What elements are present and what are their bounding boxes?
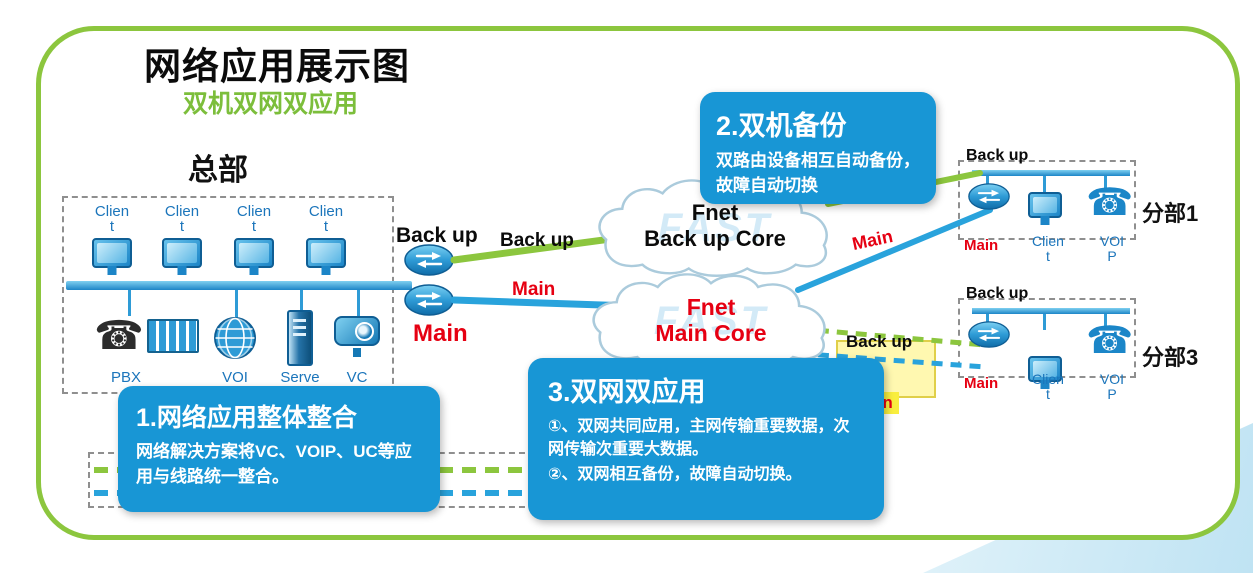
callout-dual-router-backup: 2.双机备份 双路由设备相互自动备份，故障自动切换: [700, 92, 936, 204]
branch3-client-monitor-icon: [1028, 356, 1062, 382]
branch3-client-connector: [1043, 314, 1046, 330]
cloud-watermark: FAST: [653, 299, 769, 344]
backup-cloud-name: Fnet: [691, 200, 739, 226]
callout-title: 2.双机备份: [716, 111, 847, 141]
client-monitor-icon: [162, 237, 202, 268]
page-subtitle: 双机双网双应用: [183, 90, 359, 118]
vc-label: VC: [346, 369, 368, 386]
branch1-voip-line2: P: [1107, 247, 1117, 264]
branch3-name: 分部3: [1142, 345, 1199, 370]
backup-link-label: Back up: [500, 230, 574, 251]
vc-camera-icon: [334, 316, 380, 357]
headquarters-lan-bus: [66, 281, 412, 290]
vc-camera-body: [334, 316, 380, 346]
vc-camera-stand: [353, 348, 361, 357]
backup-core-cloud: FAST Fnet Back up Core: [594, 176, 836, 282]
pbx-group: ☎: [94, 316, 199, 356]
callout-body: 双路由设备相互自动备份，故障自动切换: [716, 151, 920, 195]
voip-label: VOI: [222, 369, 248, 386]
callout-body: 网络解决方案将VC、VOIP、UC等应用与线路统一整合。: [136, 442, 412, 486]
pbx-equipment-icon: [146, 319, 199, 353]
backup-cloud-role: Back up Core: [644, 225, 786, 251]
callout-body-1: ①、双网共同应用，主网传输重要数据，次网传输次重要大数据。: [548, 418, 850, 459]
pbx-label: PBX: [110, 369, 141, 386]
voip-globe-icon: [214, 317, 256, 359]
pbx-connector-line: [128, 290, 131, 316]
voip-connector-line: [235, 290, 238, 318]
client-label-line1: Clien: [164, 203, 200, 220]
branch1-client-line2: t: [1046, 247, 1050, 264]
branch1-voip-line1: VOI: [1099, 233, 1125, 249]
main-router-label: Main: [413, 320, 468, 347]
backup-router-label: Back up: [396, 224, 478, 247]
branch1-lan-bar: [972, 170, 1130, 176]
main-cloud-role: Main Core: [655, 320, 767, 347]
main-cloud-name: Fnet: [686, 293, 736, 320]
branch3-lan-bar: [972, 308, 1130, 314]
branch1-router-icon: [968, 183, 1010, 210]
vc-connector-line: [357, 290, 360, 316]
branch1-name: 分部1: [1142, 201, 1199, 226]
branch1-client-line1: Clien: [1032, 233, 1064, 249]
branch1-backup-label: Back up: [966, 147, 1029, 164]
branch1-voip-phone-icon: ☎: [1086, 182, 1134, 224]
branch3-client-line2: t: [1046, 385, 1050, 402]
branch3-voip-phone-icon: ☎: [1086, 320, 1134, 362]
branch3-main-label: Main: [964, 375, 999, 392]
callout-body-2: ②、双网相互备份，故障自动切换。: [548, 466, 802, 484]
branch3-voip-connector: [1104, 314, 1107, 326]
server-connector-line: [300, 290, 303, 310]
cloud-watermark: FAST: [657, 205, 773, 250]
client-monitor-icon: [234, 237, 274, 268]
callout-title: 1.网络应用整体整合: [136, 404, 357, 432]
branch3-voip-line1: VOI: [1099, 371, 1125, 387]
client-label-line1: Clien: [308, 203, 344, 220]
client-monitor-icon: [92, 237, 132, 268]
branch3-router-connector: [986, 314, 989, 322]
client-label-line2: t: [323, 218, 329, 236]
client-monitor-icon: [306, 237, 346, 268]
server-icon: [287, 310, 313, 366]
branch3-backup-label: Back up: [966, 285, 1029, 302]
branch3-router-icon: [968, 321, 1010, 348]
branch1-client-monitor-icon: [1028, 192, 1062, 218]
callout-dual-network-apps: 3.双网双应用 ①、双网共同应用，主网传输重要数据，次网传输次重要大数据。 ②、…: [528, 358, 884, 520]
branch3-client-line1: Clien: [1032, 371, 1064, 387]
branch3-link-backup-label: Back up: [846, 332, 913, 351]
branch1-main-label: Main: [964, 237, 999, 254]
client-label-line2: t: [179, 218, 185, 236]
branch1-client-connector: [1043, 176, 1046, 192]
client-label-line1: Clien: [236, 203, 272, 220]
server-label: Serve: [280, 369, 320, 386]
branch3-voip-line2: P: [1107, 385, 1117, 402]
main-router-icon: [404, 284, 454, 316]
pbx-phone-icon: ☎: [94, 314, 144, 358]
page-title: 网络应用展示图: [144, 46, 410, 87]
callout-title: 3.双网双应用: [548, 377, 706, 407]
backup-router-icon: [404, 244, 454, 276]
branch1-router-connector: [986, 176, 989, 184]
client-label-line2: t: [251, 218, 257, 236]
branch1-voip-connector: [1104, 176, 1107, 188]
client-label-line1: Clien: [94, 203, 130, 220]
callout-network-integration: 1.网络应用整体整合 网络解决方案将VC、VOIP、UC等应用与线路统一整合。: [118, 386, 440, 512]
headquarters-label: 总部: [188, 154, 248, 187]
client-label-line2: t: [109, 218, 115, 236]
main-link-label: Main: [512, 279, 556, 300]
